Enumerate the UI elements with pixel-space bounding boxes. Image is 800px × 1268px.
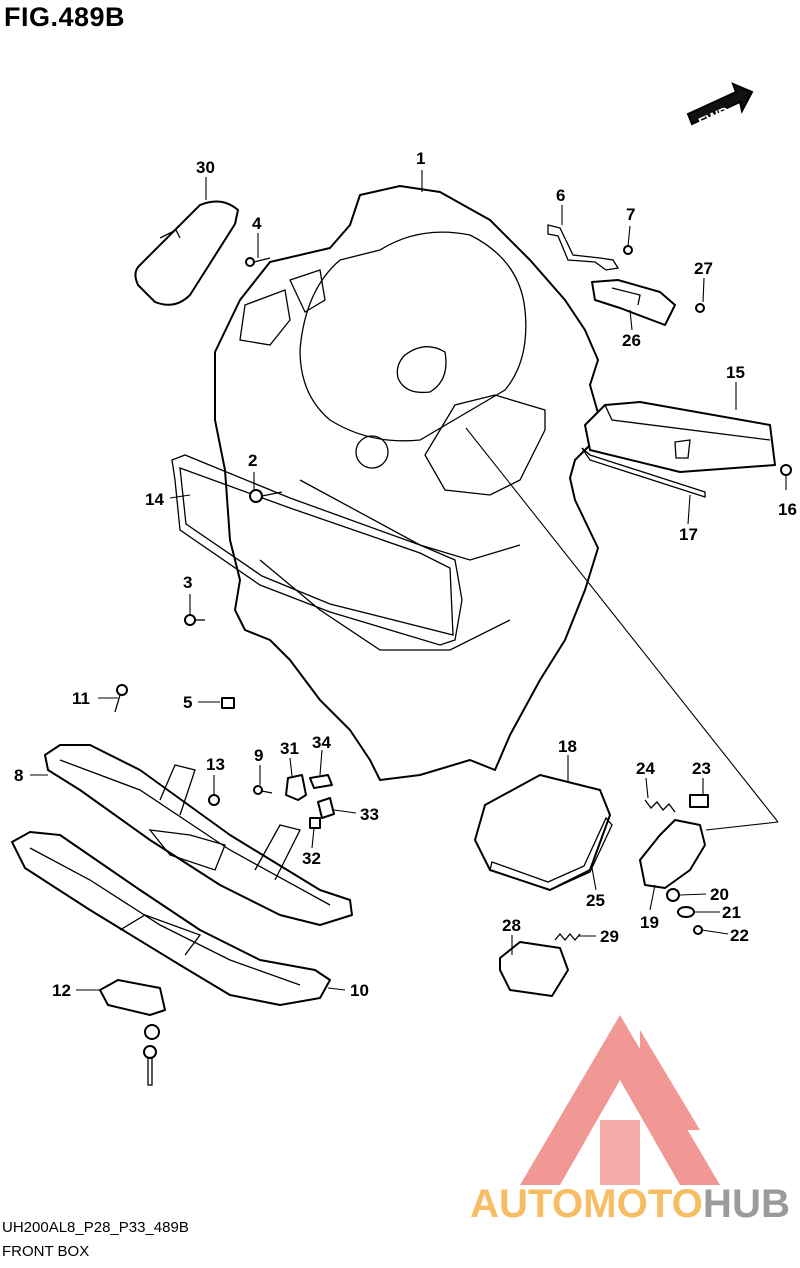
- callout-12: 12: [52, 981, 71, 1000]
- screw-11: [114, 684, 128, 713]
- callout-1: 1: [416, 149, 425, 168]
- callout-29: 29: [600, 927, 619, 946]
- part-31-block: [285, 774, 307, 801]
- svg-text:AUTOMOTOHUB: AUTOMOTOHUB: [470, 1182, 790, 1226]
- callout-27: 27: [694, 259, 713, 278]
- callout-31: 31: [280, 739, 299, 758]
- callout-labels: 1 2 3 4 5 6 7 8 9 10 11 12 13 14 15 16 1…: [14, 149, 797, 1000]
- part-8-handle-assy: [44, 744, 353, 926]
- part-29-spring: [554, 932, 581, 942]
- part-24-spring: [644, 799, 676, 813]
- callout-17: 17: [679, 525, 698, 544]
- callout-6: 6: [556, 186, 565, 205]
- part-22-screw: [693, 925, 703, 935]
- callout-10: 10: [350, 981, 369, 1000]
- figure-name: FRONT BOX: [2, 1243, 90, 1260]
- part-34-pad: [309, 774, 333, 789]
- part-21-washer: [677, 906, 695, 918]
- callout-25: 25: [586, 891, 605, 910]
- part-26-latch: [591, 279, 676, 326]
- callout-24: 24: [636, 759, 655, 778]
- wordmark-moto: MOTO: [583, 1182, 703, 1226]
- callout-30: 30: [196, 158, 215, 177]
- callout-5: 5: [183, 693, 192, 712]
- callout-9: 9: [254, 746, 263, 765]
- part-32-nut: [309, 817, 321, 829]
- part-13-screw: [208, 794, 220, 806]
- part-12-lock-key: [99, 979, 166, 1086]
- part-28-catch: [499, 941, 569, 997]
- part-19-hinge: [639, 819, 706, 889]
- part-25-seal: [489, 816, 613, 891]
- screw-2: [249, 489, 283, 503]
- part-20-bushing: [666, 888, 680, 902]
- callout-13: 13: [206, 755, 225, 774]
- part-9-bolt: [253, 785, 273, 795]
- callout-8: 8: [14, 766, 23, 785]
- callout-2: 2: [248, 451, 257, 470]
- figure-code: UH200AL8_P28_P33_489B: [2, 1219, 189, 1236]
- callout-7: 7: [626, 205, 635, 224]
- screw-27: [695, 303, 705, 313]
- part-33-clip: [317, 797, 335, 819]
- callout-11: 11: [72, 689, 90, 708]
- callout-26: 26: [622, 331, 641, 350]
- part-1-front-box: [214, 185, 601, 781]
- automotohub-logo: [520, 1015, 720, 1185]
- callout-33: 33: [360, 805, 379, 824]
- callout-28: 28: [502, 916, 521, 935]
- wordmark-hub: HUB: [703, 1182, 790, 1226]
- part-23-pad: [689, 794, 709, 808]
- callout-19: 19: [640, 913, 659, 932]
- callout-14: 14: [145, 490, 164, 509]
- callout-4: 4: [252, 214, 262, 233]
- callout-15: 15: [726, 363, 745, 382]
- wordmark-auto: AUTO: [470, 1182, 583, 1226]
- callout-23: 23: [692, 759, 711, 778]
- part-18-box: [474, 774, 611, 891]
- callout-32: 32: [302, 849, 321, 868]
- part-10-lid-frame: [11, 831, 331, 1006]
- screw-7: [623, 245, 633, 255]
- part-6-bracket: [547, 224, 620, 271]
- part-30-lid: [134, 200, 239, 306]
- screw-16: [780, 464, 792, 476]
- fwd-arrow-icon: FWD: [686, 82, 754, 131]
- callout-21: 21: [722, 903, 741, 922]
- callout-16: 16: [778, 500, 797, 519]
- part-14-seal: [171, 454, 463, 646]
- automotohub-wordmark: AUTOMOTOHUB: [470, 1182, 790, 1226]
- part-17-strip: [581, 447, 706, 498]
- figure-title: FIG.489B: [4, 2, 126, 32]
- callout-18: 18: [558, 737, 577, 756]
- part-15-cover: [584, 401, 776, 473]
- callout-3: 3: [183, 573, 192, 592]
- callout-34: 34: [312, 733, 331, 752]
- leader-lines: [30, 170, 787, 991]
- callout-20: 20: [710, 885, 729, 904]
- callout-22: 22: [730, 926, 749, 945]
- screw-4: [245, 257, 271, 267]
- screw-3: [184, 614, 205, 626]
- part-5-clip: [221, 697, 235, 709]
